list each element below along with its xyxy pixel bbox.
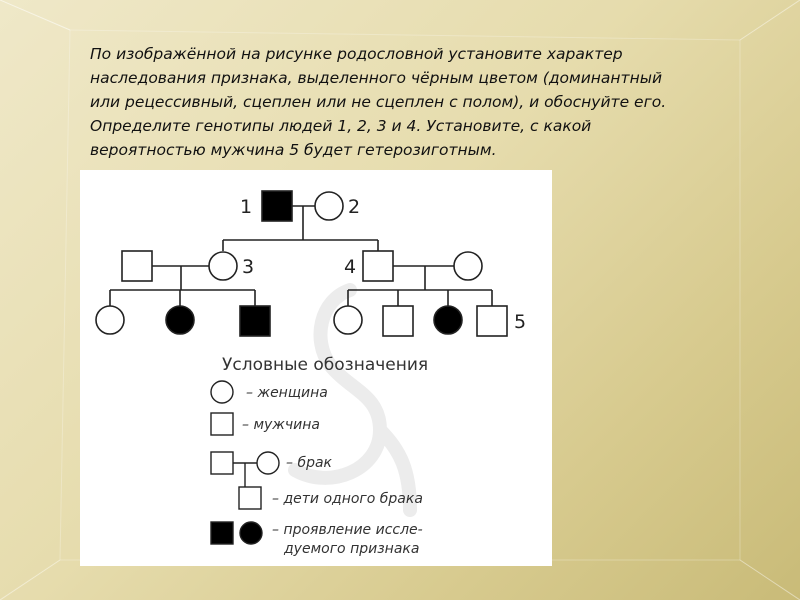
pedigree-male-child — [382, 305, 414, 337]
legend-male-text: – мужчина — [242, 417, 320, 433]
pedigree-female-affected-child — [165, 305, 195, 335]
label-1: 1 — [240, 196, 252, 218]
label-2: 2 — [348, 196, 360, 218]
question-text: По изображённой на рисунке родословной у… — [90, 42, 770, 162]
legend-marriage-male — [210, 451, 234, 475]
question-line: По изображённой на рисунке родословной у… — [90, 45, 623, 63]
pedigree-female-child — [333, 305, 363, 335]
pedigree-female-child — [95, 305, 125, 335]
question-line: Определите генотипы людей 1, 2, 3 и 4. У… — [90, 117, 592, 135]
legend-trait-text-2: дуемого признака — [283, 541, 419, 557]
legend-marriage-text: – брак — [286, 455, 333, 471]
question-line: или рецессивный, сцеплен или не сцеплен … — [90, 93, 667, 111]
pedigree-female-spouse — [453, 251, 483, 281]
pedigree-male-spouse — [121, 250, 153, 282]
legend-marriage-female — [256, 451, 280, 475]
pedigree-female-3 — [208, 251, 238, 281]
question-line: вероятностью мужчина 5 будет гетерозигот… — [90, 141, 497, 159]
legend-title: Условные обозначения — [222, 355, 428, 375]
legend-affected-male — [210, 521, 234, 545]
watermark — [288, 283, 417, 517]
pedigree-female-2 — [314, 191, 344, 221]
label-4: 4 — [344, 256, 356, 278]
legend-male-symbol — [210, 412, 234, 436]
pedigree-male-4 — [362, 250, 394, 282]
legend-children-text: – дети одного брака — [272, 491, 423, 507]
pedigree-male-5 — [476, 305, 508, 337]
pedigree-male-affected-child — [239, 305, 271, 337]
pedigree-diagram: 1 2 3 4 5 Условные обозначения – женщина… — [95, 190, 526, 557]
legend-child-symbol — [238, 486, 262, 510]
pedigree-figure: 1 2 3 4 5 Условные обозначения – женщина… — [80, 170, 552, 566]
pedigree-male-affected-1 — [261, 190, 293, 222]
legend-female-symbol — [210, 380, 234, 404]
label-5: 5 — [514, 311, 526, 333]
legend-female-text: – женщина — [246, 385, 328, 401]
label-3: 3 — [242, 256, 254, 278]
legend-affected-female — [239, 521, 263, 545]
legend-trait-text-1: – проявление иссле- — [272, 522, 423, 538]
pedigree-female-affected-child — [433, 305, 463, 335]
question-line: наследования признака, выделенного чёрны… — [90, 69, 663, 87]
